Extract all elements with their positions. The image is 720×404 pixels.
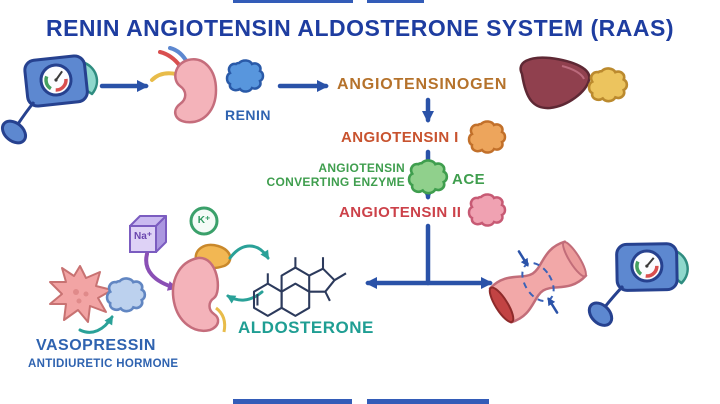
sodium-label: Na⁺ [133, 231, 153, 242]
antidiuretic-hormone-label: ANTIDIURETIC HORMONE [28, 358, 179, 370]
arrow-pituitary-to-vasopressin [78, 315, 114, 334]
angiotensin-i-molecule-icon [467, 120, 507, 154]
ace-full-line1: ANGIOTENSIN [318, 161, 405, 175]
ace-full-line2: CONVERTING ENZYME [266, 175, 405, 189]
renin-label: RENIN [224, 107, 272, 123]
vasopressin-label: VASOPRESSIN [36, 337, 156, 354]
bottom-edge-mark [367, 399, 489, 404]
diagram-title: RENIN ANGIOTENSIN ALDOSTERONE SYSTEM (RA… [45, 15, 675, 41]
potassium-ion-icon [189, 206, 219, 236]
blood-vessel-icon [488, 240, 588, 324]
arrow-sodium-to-kidney [144, 252, 178, 291]
kidney-icon [150, 46, 218, 124]
blood-pressure-cuff-icon [0, 53, 99, 150]
adrenal-kidney-icon [171, 243, 232, 333]
arrow-vasoconstriction-bottom [547, 297, 559, 314]
potassium-label: K⁺ [197, 215, 211, 226]
angiotensin-ii-label: ANGIOTENSIN II [339, 204, 462, 221]
arrow-aldosterone-to-kidney [226, 290, 264, 304]
top-edge-mark [367, 0, 424, 3]
liver-icon [519, 56, 591, 110]
arrow-vasoconstriction-top [517, 250, 529, 267]
aldosterone-structure-icon [252, 257, 347, 317]
bottom-edge-mark [233, 399, 352, 404]
angiotensin-ii-molecule-icon [467, 193, 507, 227]
vasopressin-molecules-icon [105, 277, 147, 313]
top-edge-mark [233, 0, 353, 3]
angiotensin-i-label: ANGIOTENSIN I [341, 129, 459, 146]
aldosterone-label: ALDOSTERONE [238, 318, 374, 337]
angiotensinogen-label: ANGIOTENSINOGEN [337, 76, 508, 93]
arrow-adrenal-to-aldosterone [228, 244, 270, 260]
pituitary-gland-icon [49, 265, 113, 323]
blood-pressure-cuff-icon [581, 234, 692, 339]
ace-label: ACE [452, 171, 486, 188]
sodium-cube-icon [129, 215, 167, 253]
angiotensin-converting-enzyme-label: ANGIOTENSIN CONVERTING ENZYME [240, 161, 405, 189]
ace-enzyme-icon [407, 159, 449, 195]
renin-molecule-icon [225, 59, 265, 93]
angiotensinogen-molecule-icon [587, 67, 629, 103]
